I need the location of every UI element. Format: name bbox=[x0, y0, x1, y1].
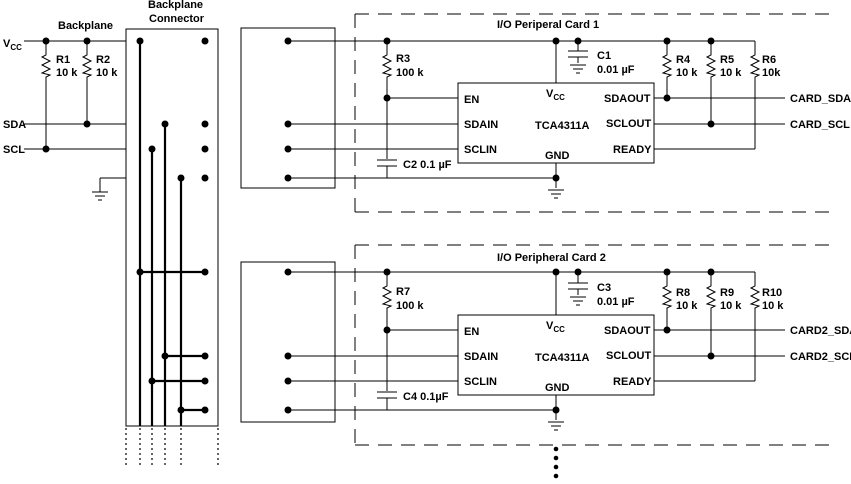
r6-value: 10k bbox=[762, 67, 781, 79]
r7-name: R7 bbox=[396, 286, 410, 298]
card1-pin-sclin: SCLIN bbox=[464, 144, 497, 156]
card2-title: I/O Peripheral Card 2 bbox=[497, 252, 606, 264]
r5-resistor-icon bbox=[706, 51, 716, 81]
c4-label: C4 0.1µF bbox=[403, 391, 449, 403]
r5-value: 10 k bbox=[720, 67, 742, 79]
card1-out-sda: CARD_SDA bbox=[790, 93, 851, 105]
card1-pin-gnd: GND bbox=[545, 150, 570, 162]
r4-name: R4 bbox=[676, 54, 691, 66]
r9-resistor-icon bbox=[706, 282, 716, 312]
c1-ground-icon bbox=[569, 64, 587, 74]
r10-value: 10 k bbox=[762, 300, 784, 312]
io-card-2: I/O Peripheral Card 2 TCA4311A EN SDAIN … bbox=[240, 244, 851, 446]
sda-label: SDA bbox=[3, 119, 26, 131]
card1-pin-sclout: SCLOUT bbox=[606, 118, 652, 130]
r8-resistor-icon bbox=[662, 282, 672, 312]
r8-name: R8 bbox=[676, 287, 690, 299]
card1-ground-icon bbox=[547, 189, 565, 199]
card2-pin-en: EN bbox=[464, 326, 479, 338]
card2-chip-name: TCA4311A bbox=[535, 352, 589, 364]
r3-resistor-icon bbox=[382, 51, 392, 81]
r6-name: R6 bbox=[762, 54, 776, 66]
r10-resistor-icon bbox=[750, 282, 760, 312]
card2-pin-ready: READY bbox=[613, 376, 652, 388]
backplane-connector: Backplane Connector bbox=[125, 0, 219, 466]
card2-out-scl: CARD2_SCL bbox=[790, 351, 851, 363]
r4-resistor-icon bbox=[662, 51, 672, 81]
r2-resistor-icon bbox=[82, 51, 92, 81]
card1-connector bbox=[240, 27, 336, 189]
c3-name: C3 bbox=[597, 282, 611, 294]
card1-pin-ready: READY bbox=[613, 144, 652, 156]
card1-pin-en: EN bbox=[464, 94, 479, 106]
card2-pin-gnd: GND bbox=[545, 382, 570, 394]
c1-value: 0.01 µF bbox=[597, 64, 635, 76]
c3-ground-icon bbox=[569, 296, 587, 306]
r1-name: R1 bbox=[56, 54, 70, 66]
r3-value: 100 k bbox=[396, 67, 424, 79]
c1-name: C1 bbox=[597, 50, 611, 62]
r6-resistor-icon bbox=[750, 51, 760, 81]
backplane-section: Backplane VCC SDA SCL R1 10 k R2 10 k bbox=[3, 20, 205, 201]
r7-value: 100 k bbox=[396, 300, 424, 312]
card2-pin-sclout: SCLOUT bbox=[606, 350, 652, 362]
card2-ground-icon bbox=[547, 421, 565, 431]
card1-title: I/O Periperal Card 1 bbox=[497, 19, 599, 31]
c3-value: 0.01 µF bbox=[597, 296, 635, 308]
card1-out-scl: CARD_SCL bbox=[790, 119, 850, 131]
r9-name: R9 bbox=[720, 287, 734, 299]
vcc-label: VCC bbox=[3, 38, 22, 52]
card1-chip-name: TCA4311A bbox=[535, 120, 589, 132]
r4-value: 10 k bbox=[676, 67, 698, 79]
r5-name: R5 bbox=[720, 54, 734, 66]
r8-value: 10 k bbox=[676, 300, 698, 312]
c2-label: C2 0.1 µF bbox=[403, 159, 452, 171]
card2-connector bbox=[240, 261, 336, 423]
r2-name: R2 bbox=[96, 54, 110, 66]
r1-resistor-icon bbox=[41, 51, 51, 81]
connector-title-2: Connector bbox=[149, 13, 205, 25]
r3-name: R3 bbox=[396, 53, 410, 65]
connector-title-1: Backplane bbox=[148, 0, 203, 11]
card2-pin-sclin: SCLIN bbox=[464, 376, 497, 388]
io-card-1: I/O Periperal Card 1 TCA4311A EN SDAIN S… bbox=[240, 13, 851, 213]
connector-housing bbox=[125, 28, 219, 427]
card1-pin-sdaout: SDAOUT bbox=[604, 93, 651, 105]
card2-pin-vcc: VCC bbox=[546, 320, 565, 334]
continuation-ellipsis bbox=[553, 446, 559, 479]
r9-value: 10 k bbox=[720, 300, 742, 312]
card2-pin-sdaout: SDAOUT bbox=[604, 325, 651, 337]
card1-pin-sdain: SDAIN bbox=[464, 119, 498, 131]
r10-name: R10 bbox=[762, 287, 782, 299]
card2-pin-sdain: SDAIN bbox=[464, 351, 498, 363]
r1-value: 10 k bbox=[56, 67, 78, 79]
card1-pin-vcc: VCC bbox=[546, 88, 565, 102]
r7-resistor-icon bbox=[382, 282, 392, 312]
backplane-ground-icon bbox=[91, 191, 109, 201]
card2-chip bbox=[457, 314, 655, 396]
card2-out-sda: CARD2_SDA bbox=[790, 325, 851, 337]
r2-value: 10 k bbox=[96, 67, 118, 79]
backplane-title: Backplane bbox=[58, 20, 113, 32]
scl-label: SCL bbox=[3, 144, 25, 156]
